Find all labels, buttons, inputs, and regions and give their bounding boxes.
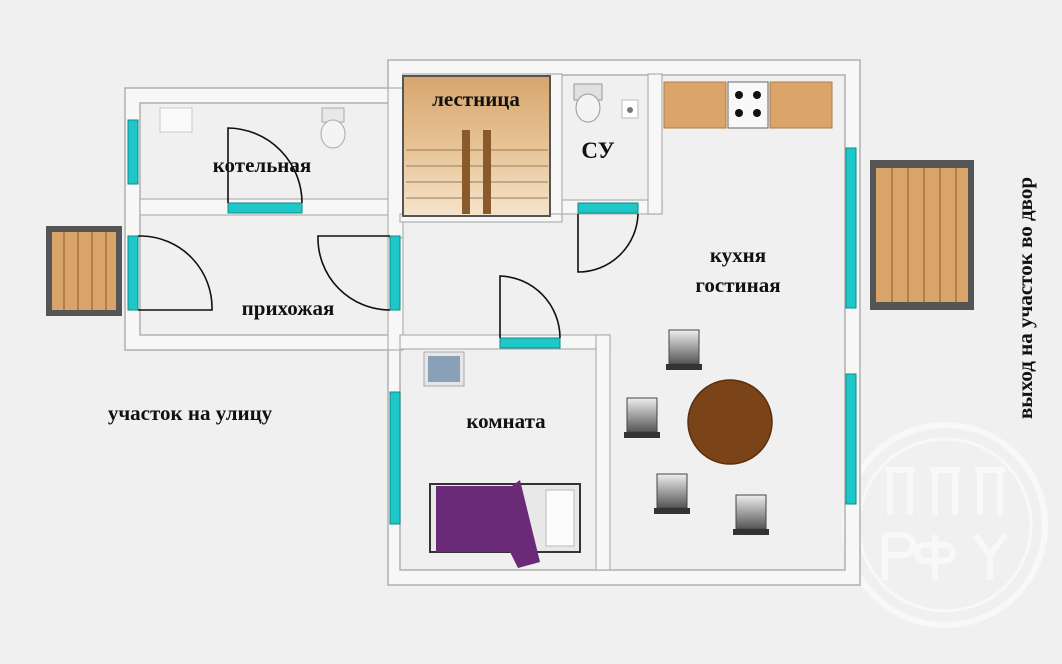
window-kitchen-east-bottom <box>845 373 857 505</box>
dining-set <box>624 329 773 535</box>
window-hallway-west <box>127 235 139 311</box>
chair <box>666 329 702 370</box>
boiler-fixtures <box>159 107 346 149</box>
kitchen-counters <box>663 81 833 129</box>
watermark-logo <box>842 422 1048 628</box>
chair <box>654 473 690 514</box>
chair <box>624 397 660 438</box>
window-kitchen-east-top <box>845 147 857 309</box>
label-boiler-room: котельная <box>213 153 312 177</box>
bathroom-fixtures <box>573 83 639 123</box>
boiler-toilet <box>320 107 346 149</box>
label-bathroom: СУ <box>581 138 614 163</box>
door-boiler <box>227 127 303 204</box>
dining-table <box>687 379 773 465</box>
door-hallway-entry <box>138 235 213 311</box>
label-street-exit: участок на улицу <box>108 401 273 425</box>
porch-west <box>46 226 122 316</box>
window-room-door <box>499 337 561 349</box>
room-fixtures <box>423 351 581 568</box>
label-room: комната <box>466 409 546 433</box>
staircase <box>402 75 551 217</box>
label-kitchen: кухня <box>710 243 766 267</box>
window-hallway-east <box>389 235 401 311</box>
label-hallway: прихожая <box>242 296 335 320</box>
label-stairs: лестница <box>432 87 520 111</box>
window-boiler <box>127 119 139 185</box>
door-bathroom <box>577 213 639 273</box>
door-hallway-east <box>317 235 391 311</box>
chair <box>733 494 769 535</box>
stove-icon <box>735 91 761 117</box>
door-swings <box>138 127 639 339</box>
bed <box>429 480 581 568</box>
windows <box>127 119 857 525</box>
door-room <box>499 275 561 339</box>
label-yard-exit: выход на участок во двор <box>1013 177 1037 419</box>
label-living-room: гостиная <box>695 273 780 297</box>
boiler-unit <box>159 107 193 133</box>
window-bathroom-door <box>577 202 639 214</box>
window-boiler-door <box>227 202 303 214</box>
window-room-west <box>389 391 401 525</box>
porch-east <box>870 160 974 310</box>
